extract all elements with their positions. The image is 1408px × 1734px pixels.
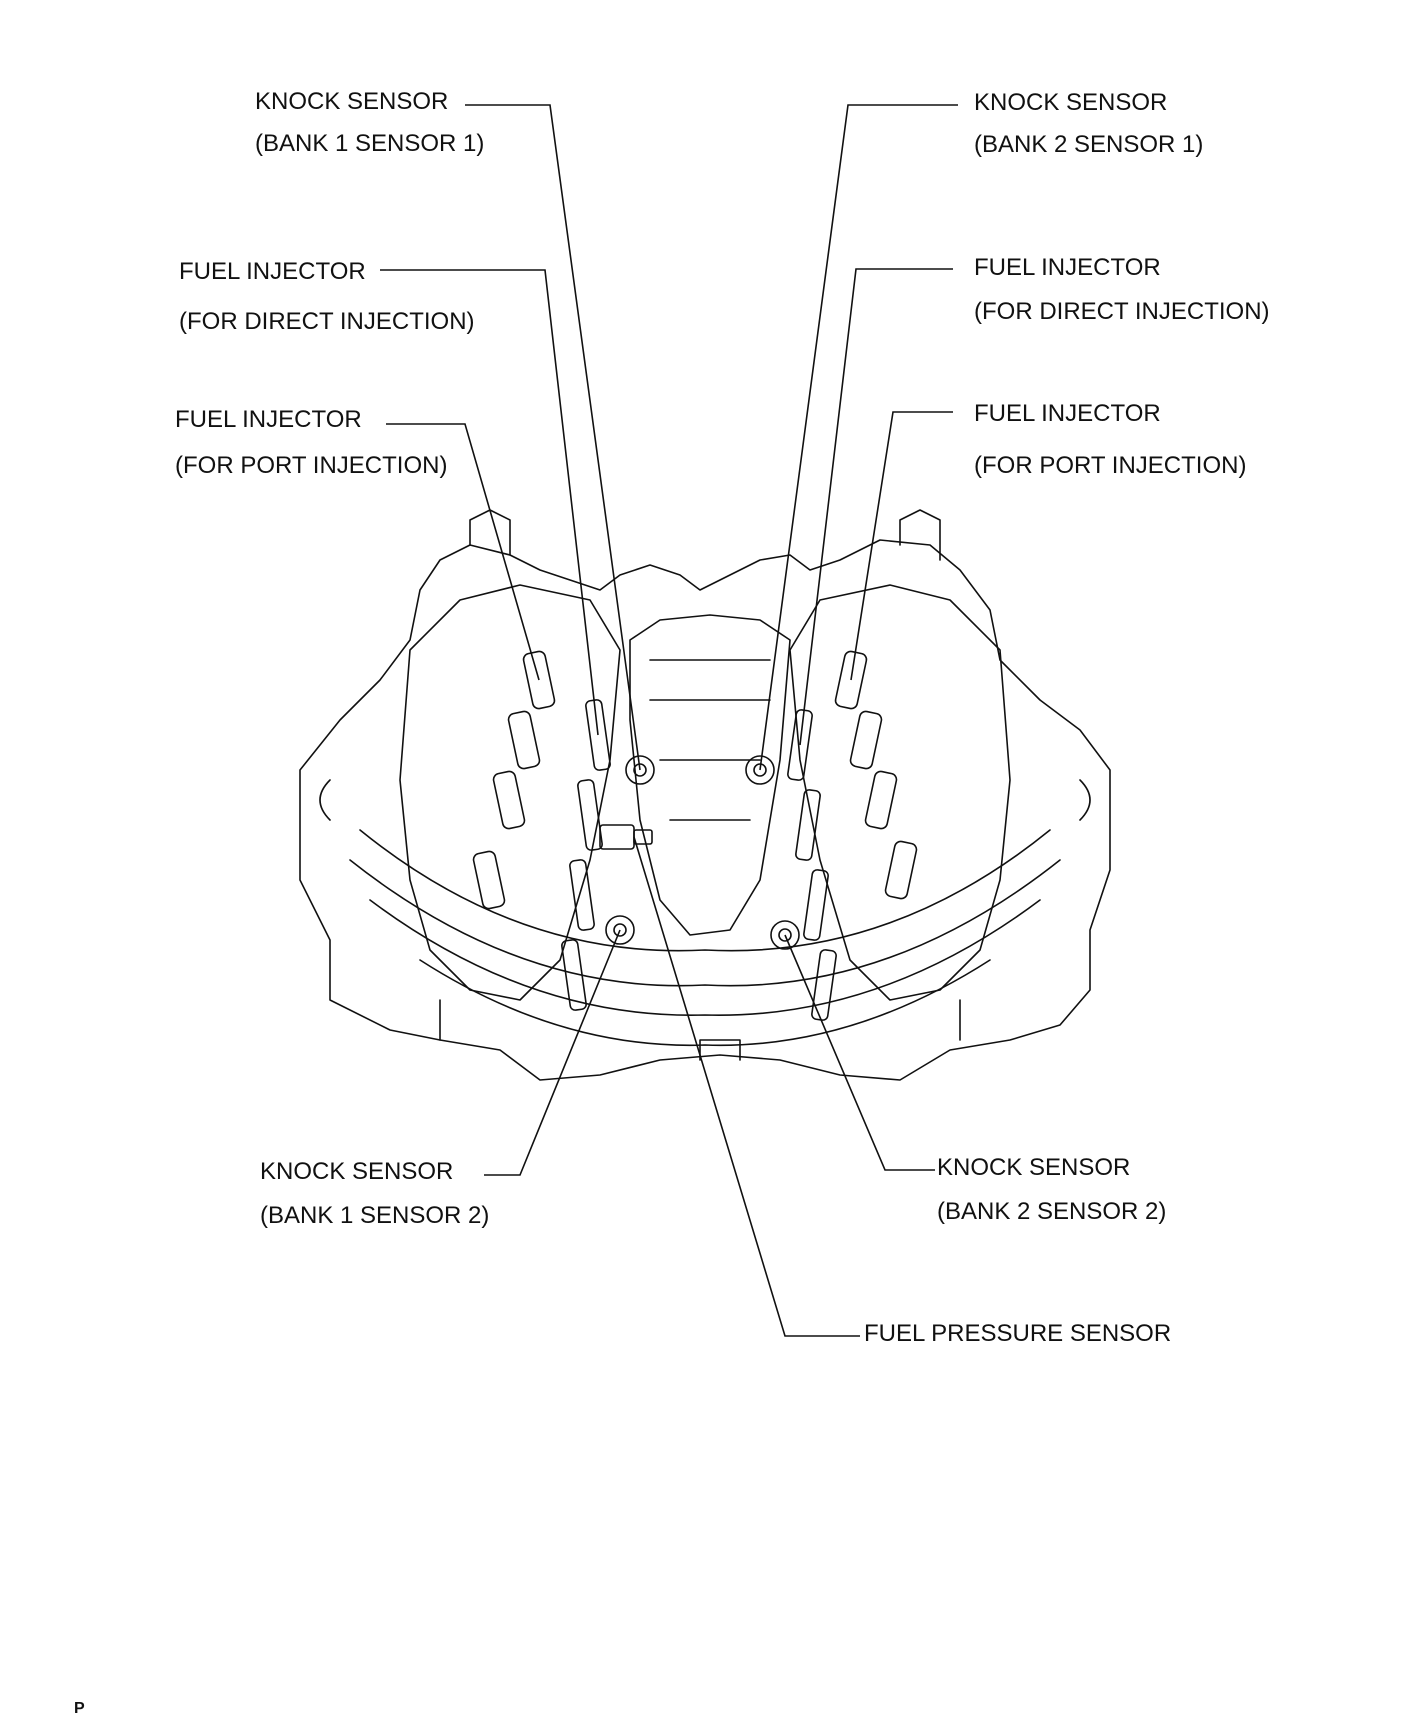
leader-injector-port-right — [850, 411, 953, 681]
label-knock-sensor-b2s2: KNOCK SENSOR (BANK 2 SENSOR 2) — [937, 1154, 1167, 1225]
left-direct-injectors — [561, 699, 611, 1011]
corner-mark: P — [74, 1700, 85, 1717]
leader-fuel-pressure — [633, 836, 860, 1337]
leader-knock-b2s2 — [784, 934, 935, 1171]
left-bank-head — [399, 584, 621, 1001]
left-port-injectors — [472, 650, 556, 910]
label-injector-direct-right: FUEL INJECTOR (FOR DIRECT INJECTION) — [974, 254, 1270, 325]
engine-outline — [299, 539, 1111, 1081]
label-injector-direct-left: FUEL INJECTOR (FOR DIRECT INJECTION) — [179, 258, 475, 335]
leader-knock-b1s2 — [484, 929, 621, 1176]
label-knock-sensor-b1s2: KNOCK SENSOR (BANK 1 SENSOR 2) — [260, 1158, 490, 1229]
label-knock-sensor-b2s1: KNOCK SENSOR (BANK 2 SENSOR 1) — [974, 89, 1204, 158]
label-fuel-pressure-sensor: FUEL PRESSURE SENSOR — [864, 1320, 1172, 1347]
knock-sensors — [605, 755, 800, 950]
leader-injector-direct-left — [380, 269, 599, 736]
label-injector-port-left: FUEL INJECTOR (FOR PORT INJECTION) — [175, 406, 448, 479]
right-port-injectors — [834, 650, 918, 900]
label-injector-port-right: FUEL INJECTOR (FOR PORT INJECTION) — [974, 400, 1247, 479]
leader-injector-direct-right — [799, 268, 953, 746]
engine-valley — [629, 614, 791, 936]
leader-knock-b2s1 — [759, 104, 958, 771]
fuel-pipe — [359, 829, 1051, 952]
leader-injector-port-left — [386, 423, 540, 681]
right-bank-head — [789, 584, 1011, 1001]
label-knock-sensor-b1s1: KNOCK SENSOR (BANK 1 SENSOR 1) — [255, 88, 485, 157]
leader-knock-b1s1 — [465, 104, 641, 771]
